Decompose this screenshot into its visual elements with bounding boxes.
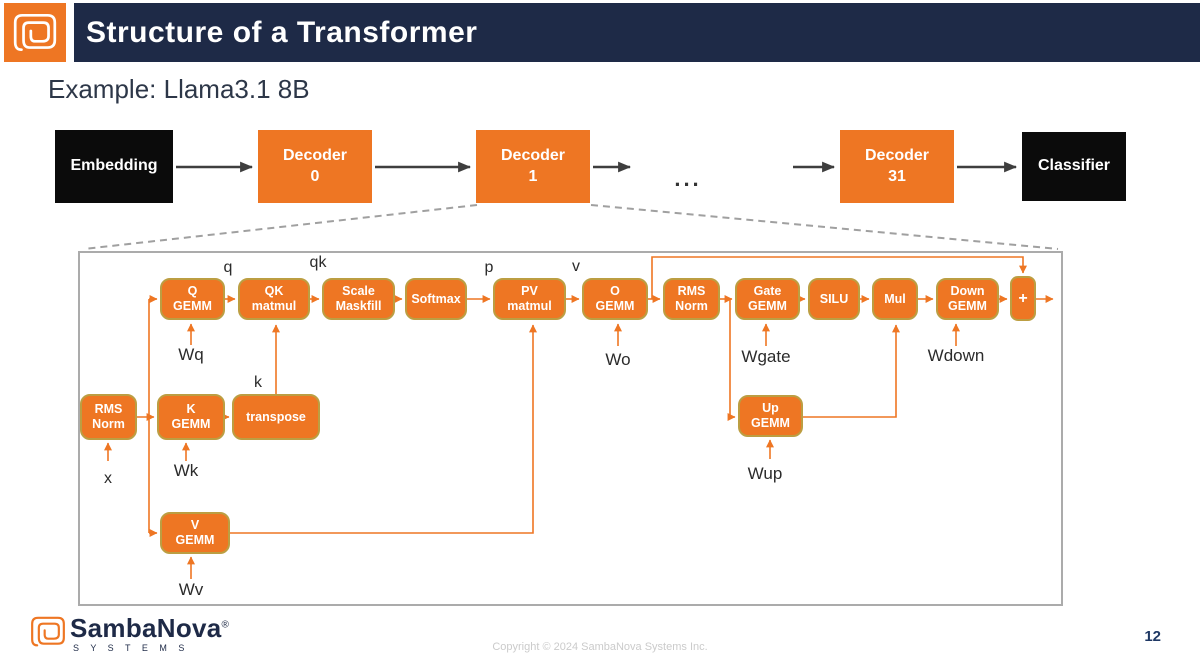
node-down-gemm: Down GEMM [936, 278, 999, 320]
footer-logo-icon [31, 616, 65, 647]
node-up-gemm: Up GEMM [738, 395, 803, 437]
node-o-gemm: O GEMM [582, 278, 648, 320]
footer-systems: S Y S T E M S [73, 643, 189, 653]
node-q-gemm: Q GEMM [160, 278, 225, 320]
node-softmax: Softmax [405, 278, 467, 320]
weight-label-wv: Wv [178, 580, 204, 599]
node-scale-maskfill: Scale Maskfill [322, 278, 395, 320]
flow-box-classifier: Classifier [1022, 132, 1126, 201]
title-bar: Structure of a Transformer [74, 3, 1200, 62]
signal-label-qk: qk [309, 254, 327, 271]
node-silu: SILU [808, 278, 860, 320]
weight-label-wq: Wq [178, 345, 204, 364]
flow-box-decoder-31: Decoder 31 [840, 130, 954, 203]
decoder-wires [104, 256, 1054, 579]
signal-label-p: p [484, 259, 494, 276]
weight-label-wup: Wup [747, 464, 783, 483]
zoom-guide-dashes [83, 204, 1059, 250]
signal-label-x: x [104, 470, 112, 487]
signal-label-v: v [572, 258, 580, 275]
node-transpose: transpose [232, 394, 320, 440]
node-k-gemm: K GEMM [157, 394, 225, 440]
node-residual-add: + [1010, 276, 1036, 321]
node-rms-norm-1: RMS Norm [80, 394, 137, 440]
page-title: Structure of a Transformer [86, 15, 478, 49]
flow-box-decoder-0: Decoder 0 [258, 130, 372, 203]
subtitle: Example: Llama3.1 8B [48, 74, 310, 104]
footer-brand-text: SambaNova [70, 613, 222, 643]
signal-label-k: k [254, 374, 262, 391]
weight-label-wk: Wk [173, 461, 199, 480]
node-qk-matmul: QK matmul [238, 278, 310, 320]
weight-label-wo: Wo [605, 350, 631, 369]
registered-mark: ® [221, 619, 230, 631]
node-v-gemm: V GEMM [160, 512, 230, 554]
flow-box-embedding: Embedding [55, 130, 173, 203]
logo-swirl-icon [13, 13, 57, 51]
flow-ellipsis: ... [674, 166, 702, 191]
weight-label-wgate: Wgate [741, 347, 791, 366]
sambanova-logo-icon [4, 3, 66, 62]
node-pv-matmul: PV matmul [493, 278, 566, 320]
footer-brand: SambaNova® [70, 613, 229, 644]
page-number: 12 [1144, 628, 1161, 645]
flow-box-decoder-1: Decoder 1 [476, 130, 590, 203]
footer-copyright: Copyright © 2024 SambaNova Systems Inc. [492, 641, 708, 653]
signal-label-q: q [223, 259, 233, 276]
node-rms-norm-2: RMS Norm [663, 278, 720, 320]
node-mul: Mul [872, 278, 918, 320]
node-gate-gemm: Gate GEMM [735, 278, 800, 320]
weight-label-wdown: Wdown [927, 346, 985, 365]
